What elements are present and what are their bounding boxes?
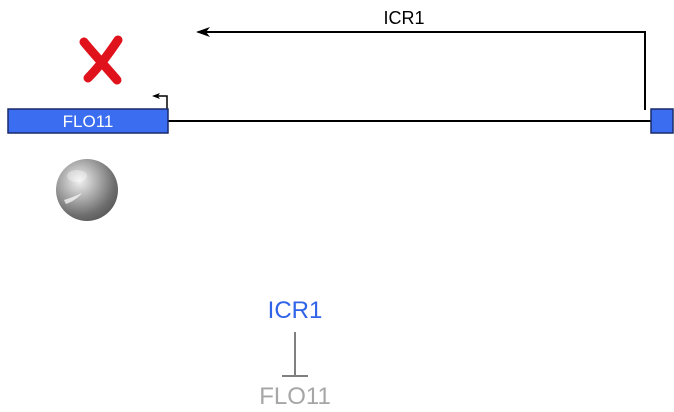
icr1-gene-box	[650, 108, 674, 134]
flo11-promoter-arrow	[152, 93, 168, 110]
target-label: FLO11	[259, 383, 331, 407]
flo11-gene-box: FLO11	[7, 108, 169, 134]
regulation-summary: ICR1 FLO11	[259, 297, 331, 410]
icr1-transcript-label: ICR1	[383, 8, 424, 28]
icr1-transcript: ICR1	[196, 8, 646, 110]
red-x-icon	[79, 35, 123, 85]
icr1-transcript-line	[198, 31, 646, 110]
flo11-gene-label: FLO11	[63, 112, 114, 131]
grey-sphere-icon	[56, 159, 118, 221]
icr1-arrowhead	[196, 27, 210, 37]
repressor-label: ICR1	[268, 297, 323, 324]
